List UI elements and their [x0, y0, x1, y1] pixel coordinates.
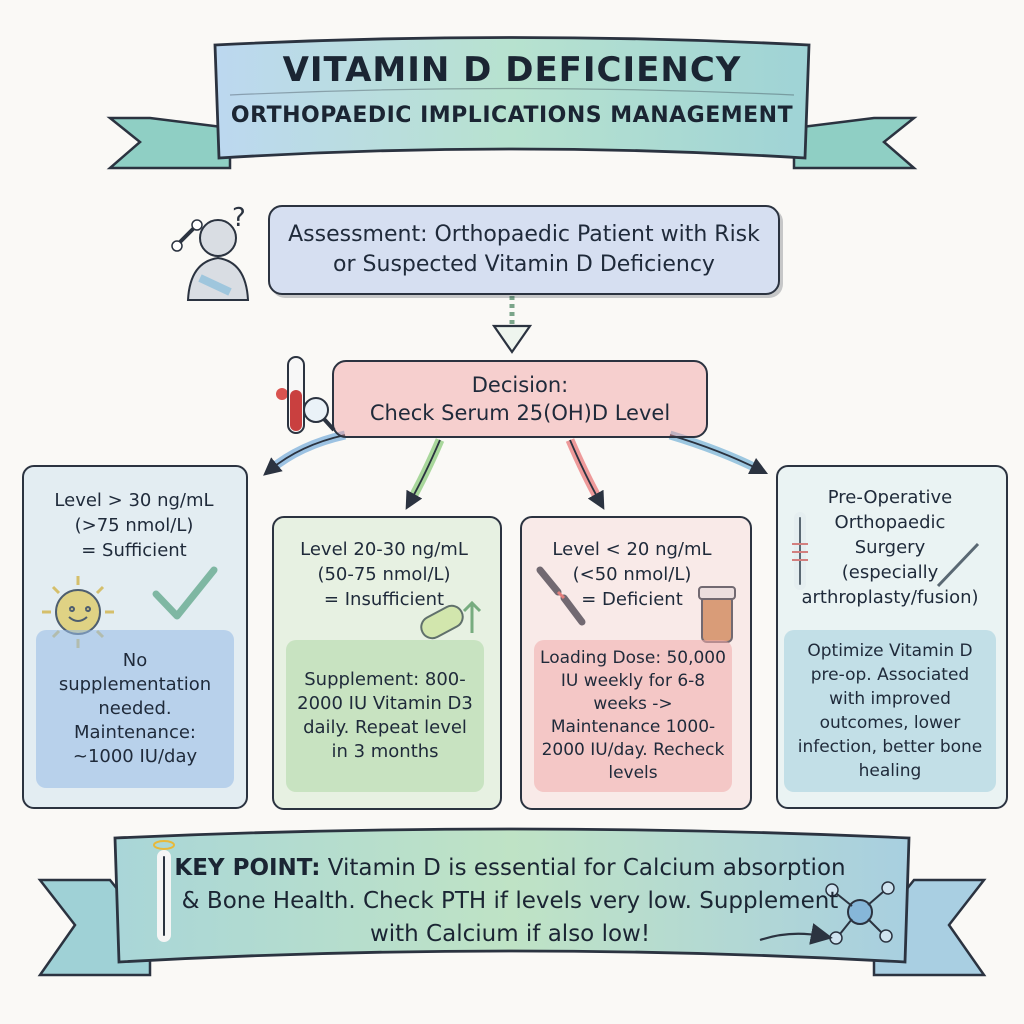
diagram-subtitle: ORTHOPAEDIC IMPLICATIONS MANAGEMENT — [230, 103, 794, 128]
insufficient-body-text: Supplement: 800-2000 IU Vitamin D3 daily… — [297, 669, 473, 762]
sufficient-header: Level > 30 ng/mL (>75 nmol/L) = Sufficie… — [30, 488, 238, 563]
sufficient-body: No supplementation needed. Maintenance: … — [36, 630, 234, 788]
blood-test-tube-magnifier-icon — [276, 356, 336, 434]
preop-body: Optimize Vitamin D pre-op. Associated wi… — [784, 630, 996, 792]
preop-header-line-5: arthroplasty/fusion) — [801, 587, 979, 608]
deficient-body: Loading Dose: 50,000 IU weekly for 6-8 w… — [534, 640, 732, 792]
deficient-header-line-1: Level < 20 ng/mL — [552, 539, 712, 560]
sufficient-header-line-3: = Sufficient — [81, 540, 187, 561]
svg-text:?: ? — [232, 203, 246, 233]
insufficient-header-line-3: = Insufficient — [323, 589, 445, 610]
decision-label: Decision: — [471, 373, 569, 397]
halo-bone-icon — [153, 840, 175, 942]
preop-header-line-1: Pre-Operative — [827, 487, 953, 508]
assessment-node: Assessment: Orthopaedic Patient with Ris… — [268, 205, 780, 295]
sufficient-header-line-1: Level > 30 ng/mL — [54, 490, 214, 511]
assessment-text: Assessment: Orthopaedic Patient with Ris… — [288, 222, 760, 277]
decision-node: Decision: Check Serum 25(OH)D Level — [332, 360, 708, 438]
insufficient-header: Level 20-30 ng/mL (50-75 nmol/L) = Insuf… — [278, 537, 490, 612]
preop-body-text: Optimize Vitamin D pre-op. Associated wi… — [797, 641, 983, 781]
checkmark-icon — [152, 566, 218, 620]
key-point-curved-arrow — [759, 923, 833, 945]
key-point-body: Vitamin D is essential for Calcium absor… — [181, 855, 846, 947]
insufficient-header-line-2: (50-75 nmol/L) — [317, 564, 451, 585]
medicine-bottle-icon — [698, 586, 736, 643]
insufficient-body: Supplement: 800-2000 IU Vitamin D3 daily… — [286, 640, 484, 792]
preop-header-line-3: Surgery — [854, 537, 926, 558]
preop-header-line-4: (especially — [841, 562, 939, 583]
deficient-body-text: Loading Dose: 50,000 IU weekly for 6-8 w… — [540, 648, 726, 783]
broken-bone-icon — [536, 566, 586, 626]
title-ribbon — [106, 36, 918, 170]
molecule-icon — [825, 881, 895, 945]
deficient-header-line-3: = Deficient — [581, 589, 683, 610]
branch-arrows — [263, 430, 769, 510]
insufficient-header-line-1: Level 20-30 ng/mL — [300, 539, 468, 560]
sufficient-header-line-2: (>75 nmol/L) — [74, 515, 194, 536]
key-point-text: KEY POINT: Vitamin D is essential for Ca… — [170, 852, 850, 951]
pill-up-arrow-icon — [420, 600, 482, 640]
diagram-title: VITAMIN D DEFICIENCY — [282, 50, 742, 90]
deficient-header-line-2: (<50 nmol/L) — [572, 564, 692, 585]
sufficient-body-text: No supplementation needed. Maintenance: … — [58, 650, 212, 767]
key-point-ribbon — [37, 827, 987, 977]
preop-header: Pre-Operative Orthopaedic Surgery (espec… — [783, 485, 997, 610]
preop-header-line-2: Orthopaedic — [834, 512, 946, 533]
person-with-bone-question-icon: ? — [171, 203, 250, 301]
deficient-header: Level < 20 ng/mL (<50 nmol/L) = Deficien… — [526, 537, 738, 612]
arrow-assessment-to-decision — [491, 296, 533, 354]
key-point-label: KEY POINT: — [174, 855, 321, 881]
bone-scalpel-icon — [792, 512, 980, 590]
decision-text: Check Serum 25(OH)D Level — [369, 401, 671, 425]
